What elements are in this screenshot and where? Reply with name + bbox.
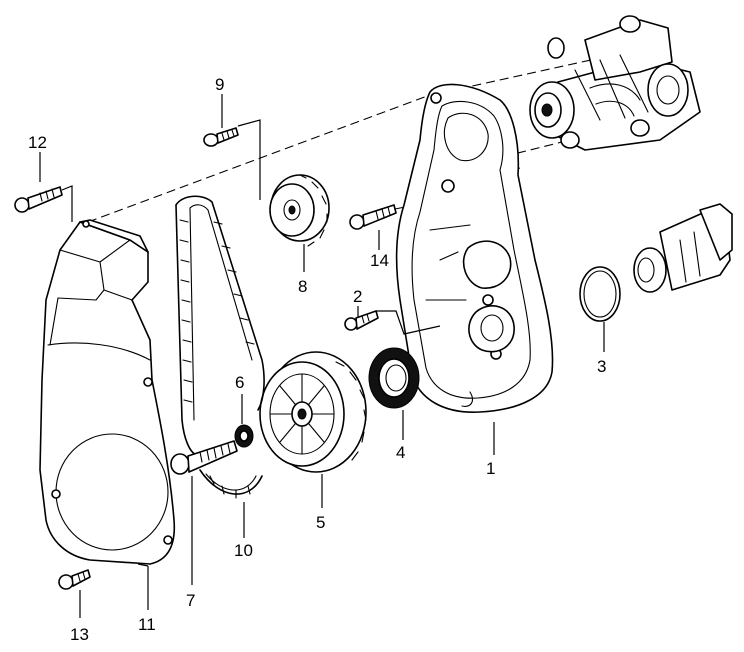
callout-4: 4	[396, 443, 405, 462]
bolt-icon	[349, 204, 397, 230]
bolt-icon	[203, 127, 239, 147]
callout-9: 9	[215, 75, 224, 94]
callout-12: 12	[28, 133, 47, 152]
callout-10: 10	[234, 541, 253, 560]
callout-6: 6	[235, 373, 244, 392]
bolt-icon	[170, 440, 238, 475]
drive-pulley-icon	[259, 351, 367, 473]
callout-1: 1	[486, 459, 495, 478]
bolt-icon	[14, 186, 63, 213]
front-belt-cover-icon	[39, 219, 176, 565]
bolt-icon	[58, 569, 91, 590]
callout-2: 2	[353, 287, 362, 306]
bolt-icon	[344, 310, 379, 331]
callout-5: 5	[316, 513, 325, 532]
plug-fitting-icon	[633, 203, 733, 293]
small-sprocket-icon	[269, 174, 330, 247]
callout-3: 3	[597, 357, 606, 376]
callout-14: 14	[370, 251, 389, 270]
callout-labels: 1 2 3 4 5 6 7 8 9 10 11 12 13 14	[28, 75, 606, 644]
rear-belt-housing-icon	[395, 83, 554, 413]
callout-11: 11	[138, 615, 156, 634]
leader-lines	[39, 94, 605, 618]
callout-13: 13	[70, 625, 89, 644]
washer-icon	[234, 424, 254, 448]
shaft-seal-icon	[368, 347, 420, 409]
pump-assembly-icon	[529, 15, 701, 151]
o-ring-icon	[579, 266, 621, 322]
callout-8: 8	[298, 277, 307, 296]
callout-7: 7	[186, 591, 195, 610]
